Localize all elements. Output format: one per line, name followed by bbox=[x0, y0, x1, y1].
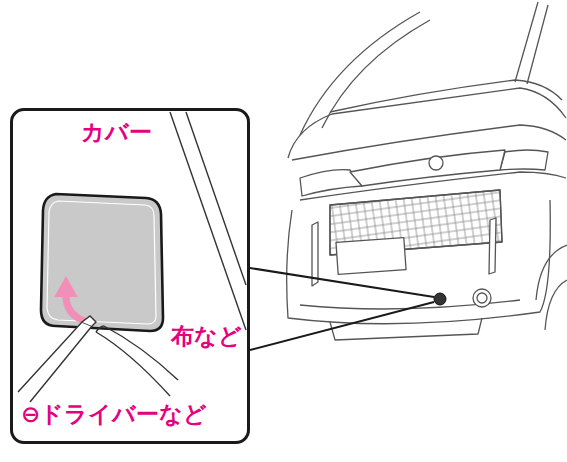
part-label: カバー bbox=[81, 119, 152, 145]
part-label: ⊖ドライバーなど bbox=[21, 401, 207, 427]
car-drawing bbox=[287, 2, 567, 340]
inset-ground bbox=[11, 109, 249, 443]
inset-box: カバー布など ⊖ドライバーなど bbox=[10, 108, 250, 444]
callout-leader bbox=[250, 268, 434, 350]
tow-hook-hole bbox=[434, 293, 446, 305]
part-label: 布など bbox=[171, 323, 242, 349]
inset-drawing bbox=[18, 112, 246, 402]
